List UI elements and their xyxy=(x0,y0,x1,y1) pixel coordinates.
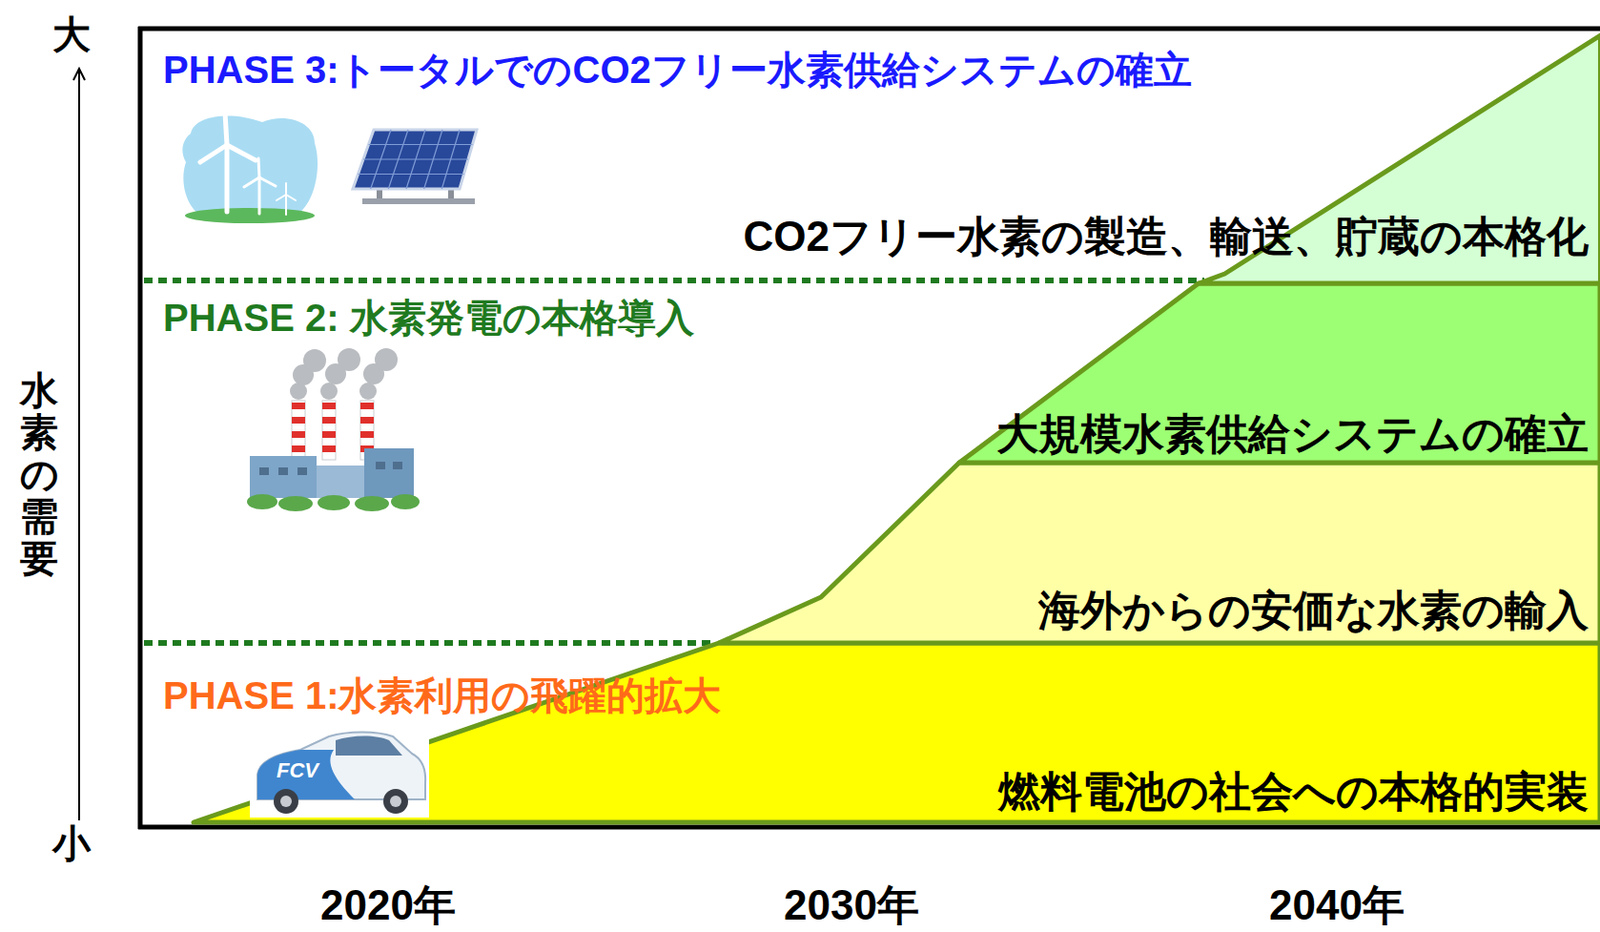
demand-band: 燃料電池の社会への本格的実装 xyxy=(181,642,1600,822)
year-label: 2030年 xyxy=(783,881,920,930)
chimney-stripe xyxy=(291,402,306,410)
wind-turbine-icon xyxy=(182,112,318,224)
window xyxy=(297,467,308,475)
band-polygon xyxy=(959,283,1600,463)
chimney-stripe xyxy=(291,416,306,424)
axis-max: 大 xyxy=(52,12,91,57)
chimney xyxy=(322,400,336,460)
chimney-stripe xyxy=(360,416,374,424)
window xyxy=(392,461,403,470)
axis-arrow xyxy=(73,68,85,821)
band-caption: 大規模水素供給システムの確立 xyxy=(996,410,1589,459)
smoke-puff xyxy=(337,348,361,371)
axis-line xyxy=(78,68,81,821)
smoke-puff xyxy=(303,348,327,372)
bush xyxy=(278,495,313,512)
blade xyxy=(244,177,260,187)
blade xyxy=(285,183,288,195)
frame-top xyxy=(138,26,1600,32)
ground xyxy=(184,207,315,224)
blade xyxy=(226,144,256,161)
blade xyxy=(276,194,287,201)
dashed-line xyxy=(143,277,1205,284)
smoke-puff xyxy=(374,348,398,371)
building xyxy=(316,465,365,498)
phase-title: PHASE 3:トータルでのCO2フリー水素供給システムの確立 xyxy=(163,47,1192,92)
panel xyxy=(352,129,477,189)
blade xyxy=(259,177,276,186)
window xyxy=(375,461,386,470)
demand-band: 大規模水素供給システムの確立 xyxy=(943,283,1600,463)
bush xyxy=(246,493,278,510)
bush xyxy=(317,494,350,511)
chimney-stripe xyxy=(322,445,336,452)
blade xyxy=(225,112,227,145)
tower xyxy=(258,177,262,214)
frame-left xyxy=(138,26,144,829)
chimney-stripe xyxy=(360,402,374,410)
axis-title: 水素の需要 xyxy=(20,369,59,579)
chimney-stripe xyxy=(322,402,336,410)
grid-line xyxy=(388,129,409,189)
chimney-stripe xyxy=(291,430,306,438)
building xyxy=(249,455,317,498)
tower xyxy=(225,144,230,212)
smoke xyxy=(289,348,398,400)
bush xyxy=(354,495,390,512)
phase-title: PHASE 2: 水素発電の本格導入 xyxy=(163,295,695,340)
blade xyxy=(258,158,260,178)
grid-line xyxy=(406,129,426,189)
panel-grid xyxy=(358,129,473,189)
band-caption: CO2フリー水素の製造、輸送、貯蔵の本格化 xyxy=(743,212,1589,262)
car-badge: FCV xyxy=(276,758,319,782)
blade xyxy=(200,144,227,163)
window xyxy=(259,467,269,475)
grid-line xyxy=(424,129,443,189)
chart-frame xyxy=(138,26,1600,829)
grid-line xyxy=(370,129,391,189)
year-label: 2020年 xyxy=(320,881,456,930)
axis-head xyxy=(73,68,85,81)
band-caption: 燃料電池の社会への本格的実装 xyxy=(998,767,1589,817)
factory-icon xyxy=(246,348,420,512)
dashed-line xyxy=(143,639,715,646)
band-caption: 海外からの安価な水素の輸入 xyxy=(1038,586,1589,636)
bush xyxy=(390,493,420,510)
grid-line xyxy=(441,129,460,189)
sky-blob xyxy=(182,116,318,218)
tower xyxy=(285,194,288,215)
band-polygon xyxy=(718,462,1600,643)
year-label: 2040年 xyxy=(1269,881,1405,930)
chimney-stripe xyxy=(291,445,306,452)
smoke-puff xyxy=(320,382,338,400)
solar-panel-icon xyxy=(352,129,477,205)
demand-band: 海外からの安価な水素の輸入 xyxy=(705,462,1600,643)
building xyxy=(364,448,414,498)
windows xyxy=(259,461,403,475)
window xyxy=(278,467,288,475)
chimney-stripe xyxy=(322,430,336,438)
chimneys xyxy=(291,400,374,460)
smoke-puff xyxy=(359,382,377,400)
frame-bottom xyxy=(138,824,1600,830)
blade xyxy=(286,194,296,201)
chimney xyxy=(291,400,306,460)
axis-min: 小 xyxy=(52,820,91,865)
panel-base xyxy=(362,198,475,205)
band-polygon xyxy=(193,642,1600,822)
phase-title: PHASE 1:水素利用の飛躍的拡大 xyxy=(163,673,722,718)
bushes xyxy=(246,493,420,512)
chimney-stripe xyxy=(360,430,374,438)
chimney-stripe xyxy=(322,416,336,424)
